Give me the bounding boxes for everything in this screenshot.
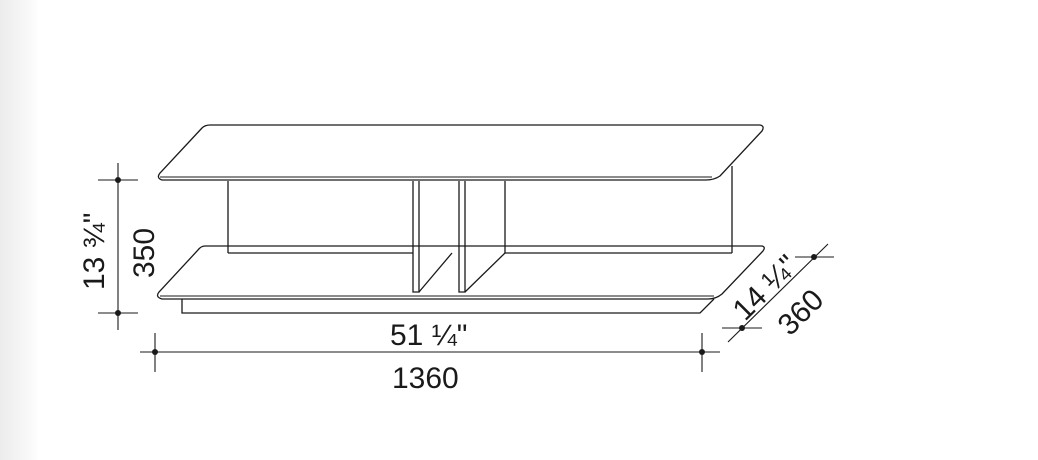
plinth	[181, 298, 715, 314]
back-panel	[227, 166, 733, 254]
width-inches-label: 51 ¼"	[390, 319, 467, 352]
height-inches-label: 13 ¾"	[78, 213, 111, 290]
depth-dimension	[722, 243, 834, 343]
top-shelf	[157, 124, 764, 181]
bottom-shelf	[156, 245, 765, 300]
divider-panels	[412, 181, 506, 293]
height-mm-label: 350	[128, 228, 161, 278]
height-dimension	[98, 163, 138, 330]
left-edge-shading	[0, 0, 40, 460]
width-mm-label: 1360	[392, 362, 459, 395]
width-dimension	[140, 333, 720, 372]
